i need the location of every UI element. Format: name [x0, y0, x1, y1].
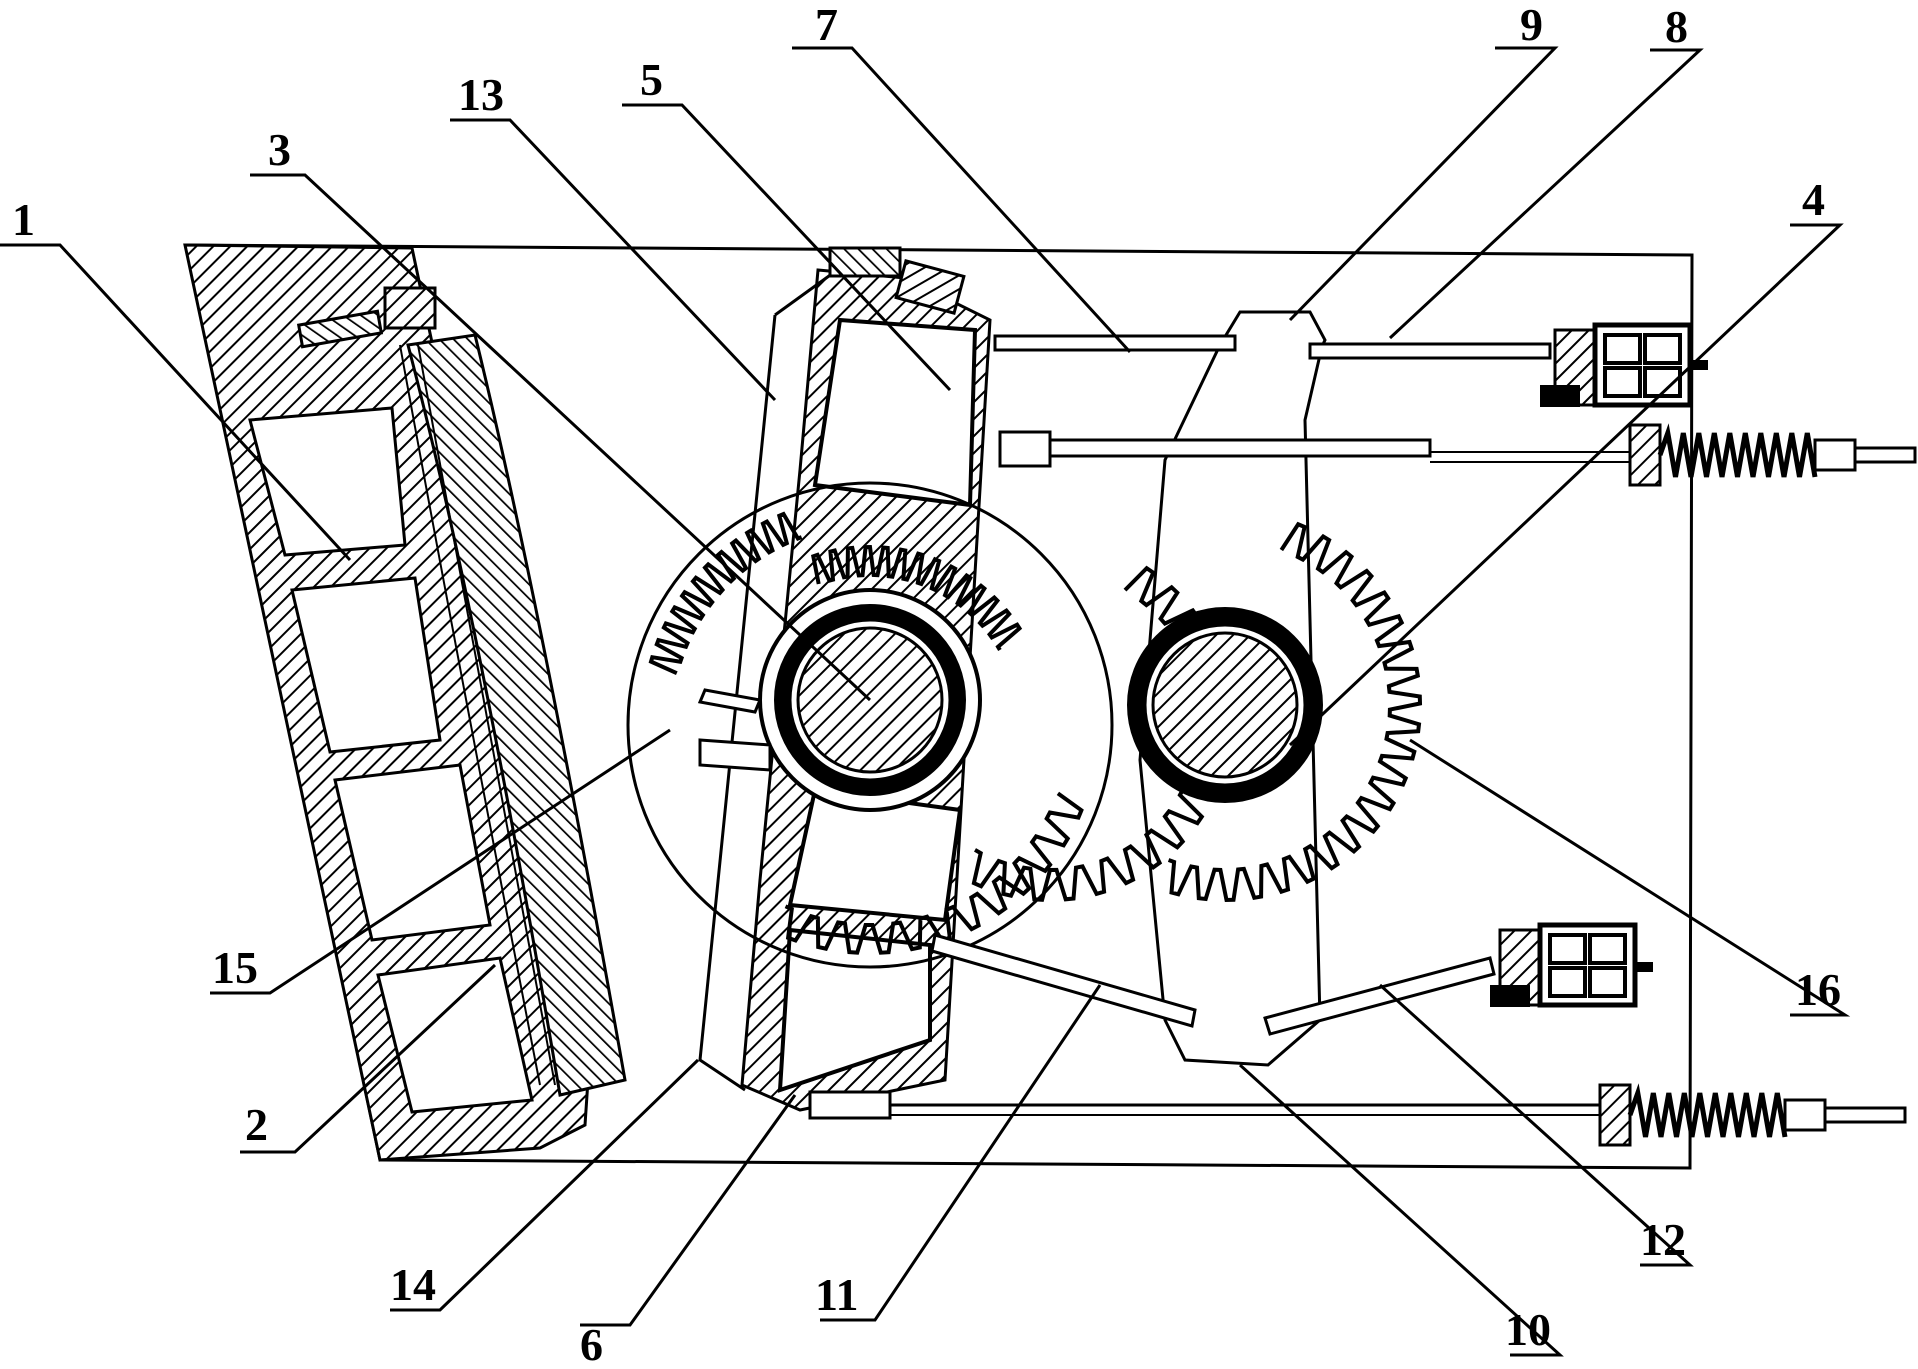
swing-arm-bolt	[828, 246, 966, 315]
large-circle	[626, 481, 1114, 969]
label-3: 3	[268, 124, 291, 175]
left-gear	[648, 511, 1084, 955]
label-2: 2	[245, 1099, 268, 1150]
label-12: 12	[1640, 1214, 1686, 1265]
guide-strip-line	[417, 344, 556, 1086]
right-gear	[1167, 521, 1423, 903]
label-8: 8	[1665, 1, 1688, 52]
guide-strip	[399, 344, 541, 1086]
leader-lines	[0, 46, 1851, 1357]
top-spring	[1628, 423, 1917, 487]
label-7: 7	[815, 0, 838, 50]
label-14: 14	[390, 1259, 436, 1310]
shaft-stubs	[697, 688, 772, 772]
bottom-spring	[1598, 1083, 1907, 1147]
label-9: 9	[1520, 0, 1543, 50]
label-10: 10	[1505, 1304, 1551, 1355]
top-left-bolt	[296, 286, 437, 349]
label-16: 16	[1795, 964, 1841, 1015]
part-labels: 1 2 3 4 5 6 7 8 9 10 11 12 13 14 15 16	[12, 0, 1841, 1369]
right-hub	[1127, 607, 1323, 803]
label-1: 1	[12, 194, 35, 245]
left-frame	[183, 243, 590, 1162]
bottom-right-actuator	[1490, 922, 1653, 1008]
label-13: 13	[458, 69, 504, 120]
label-6: 6	[580, 1319, 603, 1369]
label-5: 5	[640, 54, 663, 105]
top-right-actuator	[1540, 322, 1708, 408]
label-15: 15	[212, 942, 258, 993]
label-4: 4	[1802, 174, 1825, 225]
linkage-rods	[808, 334, 1640, 1120]
label-11: 11	[815, 1269, 858, 1320]
